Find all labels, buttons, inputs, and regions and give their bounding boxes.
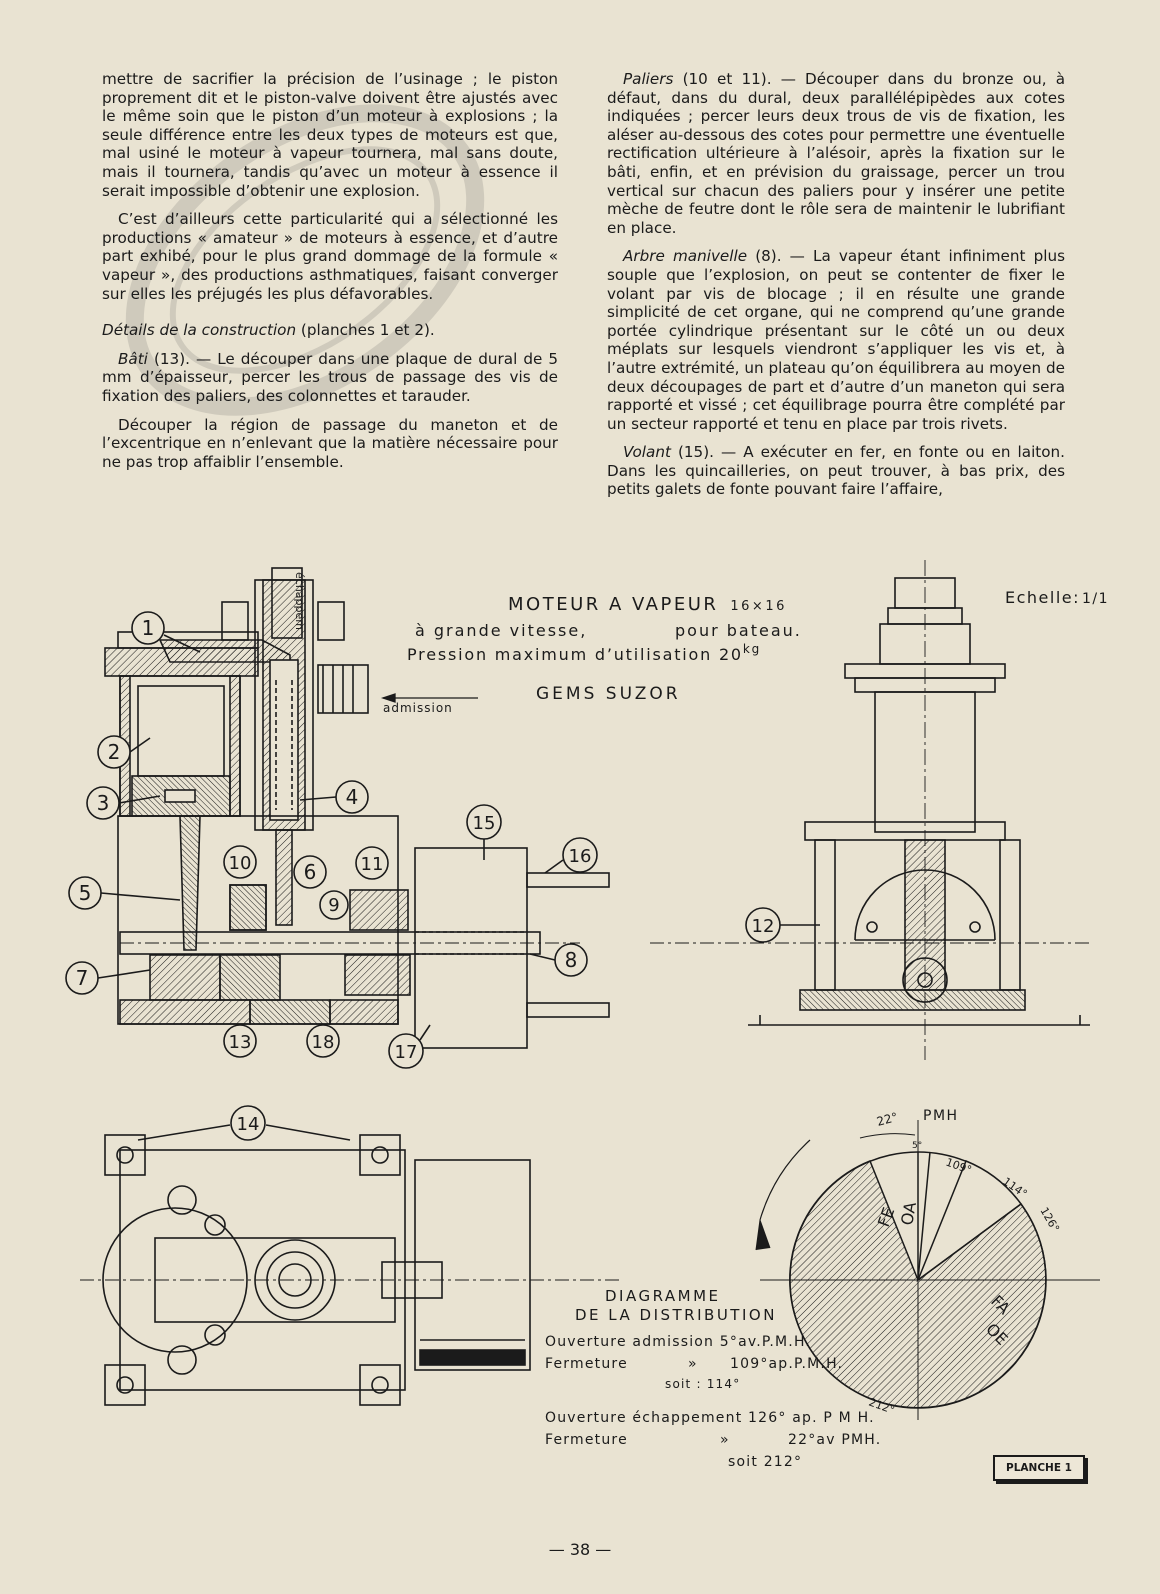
svg-text:6: 6: [304, 860, 317, 884]
distribution-legend: Ouverture admission 5°av.P.M.H. Fermetur…: [545, 1334, 881, 1470]
svg-text:17: 17: [395, 1042, 418, 1063]
svg-text:4: 4: [346, 785, 359, 809]
diagram-title-1: DIAGRAMME: [605, 1287, 721, 1305]
legend-line-4: Ouverture échappement 126° ap. P M H.: [545, 1410, 875, 1426]
svg-text:15: 15: [473, 813, 496, 834]
callout-12: 12: [745, 907, 820, 943]
svg-text:18: 18: [312, 1032, 335, 1053]
callout-8: 8: [529, 943, 588, 977]
plan-view: [80, 1134, 620, 1406]
paragraph-bati: Bâti (13). — Le découper dans une plaque…: [102, 350, 558, 406]
legend-line-2c: 109°ap.P.M.H.: [730, 1356, 843, 1372]
term-volant: Volant: [623, 443, 671, 462]
paragraph-paliers: Paliers (10 et 11). — Découper dans du b…: [607, 70, 1065, 237]
svg-text:3: 3: [97, 791, 110, 815]
text-column-left: mettre de sacrifier la précision de l’us…: [102, 70, 558, 481]
callout-7: 7: [65, 961, 151, 995]
callout-6: 6: [293, 855, 327, 889]
admission-label: admission: [383, 701, 453, 715]
svg-text:14: 14: [237, 1114, 260, 1135]
callout-16: 16: [544, 837, 598, 874]
legend-line-6: soit 212°: [728, 1454, 802, 1470]
callout-15: 15: [466, 804, 502, 860]
drawing-pressure: Pression maximum d’utilisation 20kg: [407, 642, 761, 664]
callout-13: 13: [223, 1024, 257, 1058]
angle-5: 5°: [912, 1141, 922, 1151]
callout-4: 4: [299, 780, 369, 814]
drawing-subtitle-b: pour bateau.: [675, 621, 802, 640]
svg-text:5: 5: [79, 881, 92, 905]
planche-label: PLANCHE 1: [993, 1455, 1085, 1481]
legend-line-2a: Fermeture: [545, 1356, 628, 1372]
callout-14: 14: [137, 1105, 351, 1141]
paragraph-arbre: Arbre manivelle (8). — La vapeur étant i…: [607, 247, 1065, 433]
legend-line-5a: Fermeture: [545, 1432, 628, 1448]
callout-18: 18: [306, 1024, 340, 1058]
legend-line-1: Ouverture admission 5°av.P.M.H.: [545, 1334, 811, 1350]
admission-arrow: [380, 693, 478, 703]
paragraph: C’est d’ailleurs cette particularité qui…: [102, 210, 558, 303]
paragraph: Découper la région de passage du maneton…: [102, 415, 558, 471]
part-callouts: 1 2 3 4 5 6 7 8 9 10 11 12 13 14 15 16 1…: [65, 611, 820, 1141]
end-view: [650, 560, 1090, 1060]
svg-text:9: 9: [328, 895, 339, 916]
svg-text:7: 7: [76, 966, 89, 990]
drawing-subtitle-a: à grande vitesse,: [415, 621, 587, 640]
callout-11: 11: [355, 846, 389, 880]
term-arbre: Arbre manivelle: [623, 247, 748, 266]
pmh-label: PMH: [923, 1108, 959, 1124]
section-heading-rest: (planches 1 et 2).: [296, 321, 435, 340]
callout-9: 9: [319, 890, 349, 920]
svg-text:10: 10: [229, 853, 252, 874]
legend-line-2b: »: [688, 1356, 698, 1372]
echappement-label: échappem: [293, 572, 306, 630]
angle-22: 22°: [875, 1110, 899, 1129]
section-heading-italic: Détails de la construction: [102, 321, 297, 340]
svg-text:16: 16: [569, 846, 592, 867]
bati-text: (13). — Le découper dans une plaque de d…: [102, 349, 558, 405]
svg-text:11: 11: [361, 854, 384, 875]
svg-text:1: 1: [142, 616, 155, 640]
callout-3: 3: [86, 786, 161, 820]
legend-line-3: soit : 114°: [665, 1377, 740, 1391]
svg-text:8: 8: [565, 948, 578, 972]
angle-126: 126°: [1037, 1205, 1062, 1234]
page-number: — 38 —: [548, 1540, 612, 1559]
callout-2: 2: [97, 735, 151, 769]
svg-text:2: 2: [108, 740, 121, 764]
svg-text:13: 13: [229, 1032, 252, 1053]
callout-17: 17: [388, 1024, 431, 1069]
svg-text:12: 12: [752, 916, 775, 937]
paragraph-volant: Volant (15). — A exécuter en fer, en fon…: [607, 443, 1065, 499]
callout-10: 10: [223, 845, 257, 879]
diagram-title-2: DE LA DISTRIBUTION: [575, 1306, 777, 1324]
distribution-diagram: [755, 1120, 1100, 1420]
callout-1: 1: [131, 611, 201, 653]
paliers-text: (10 et 11). — Découper dans du bronze ou…: [607, 70, 1065, 237]
callout-5: 5: [68, 876, 181, 910]
arbre-text: (8). — La vapeur étant infiniment plus s…: [607, 247, 1065, 433]
legend-line-5c: 22°av PMH.: [788, 1432, 881, 1448]
scale-label: Echelle:1/1: [1005, 588, 1109, 607]
angle-109: 109°: [944, 1156, 973, 1177]
sector-oa: OA: [897, 1200, 920, 1226]
legend-line-5b: »: [720, 1432, 730, 1448]
term-paliers: Paliers: [623, 70, 674, 88]
section-heading: Détails de la construction (planches 1 e…: [102, 321, 558, 340]
term-bati: Bâti: [118, 349, 148, 368]
text-column-right: Paliers (10 et 11). — Découper dans du b…: [607, 70, 1065, 509]
paragraph: mettre de sacrifier la précision de l’us…: [102, 70, 558, 200]
drawing-author: GEMS SUZOR: [536, 684, 681, 704]
volant-text: (15). — A exécuter en fer, en fonte ou e…: [607, 443, 1065, 499]
